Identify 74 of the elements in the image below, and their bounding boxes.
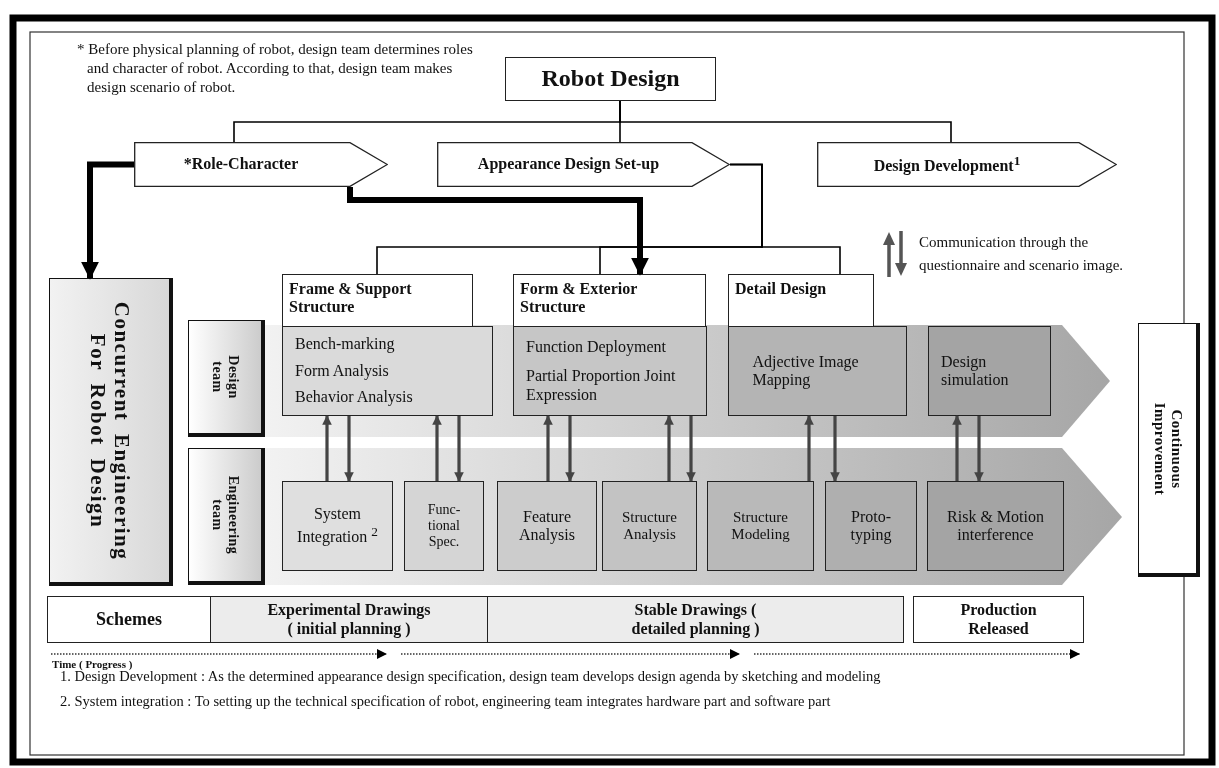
pentagon-arrow-box [134, 142, 388, 187]
phase-box [47, 596, 211, 643]
process-box [928, 326, 1051, 416]
arrow [952, 415, 962, 481]
vertical-label-box [49, 278, 173, 586]
heading: Frame & Support Structure [289, 280, 413, 317]
legend-text: Communication through the questionnaire and scenario image. [919, 233, 1125, 275]
node-label: Bench-marking [295, 335, 395, 354]
node-label: Structure Analysis [621, 508, 678, 544]
process-box [602, 481, 697, 571]
node-label: Stable Drawings ( detailed planning ) [630, 601, 761, 638]
node-label: Risk & Motion interference [946, 507, 1045, 545]
node-label: Concurrent Engineering For Robot Design [85, 300, 134, 562]
node-label: Design simulation [941, 352, 1010, 390]
heading-box [513, 274, 706, 326]
pentagon-arrow-box [437, 142, 730, 187]
heading: Form & Exterior Structure [520, 280, 638, 317]
arrow [830, 416, 840, 482]
node-label: Func- tional Spec. [426, 501, 462, 551]
vertical-label-box [188, 448, 265, 585]
title-box [505, 57, 716, 101]
node-label: Feature Analysis [518, 507, 576, 545]
arrow [543, 415, 553, 481]
process-box [927, 481, 1064, 571]
node-label: Appearance Design Set-up [477, 155, 660, 174]
process-box [825, 481, 917, 571]
arrow [81, 161, 134, 280]
node-label: Partial Proportion Joint Expression [526, 367, 676, 405]
node-label: Continuous Improvement [1150, 401, 1185, 497]
node-label: Production Released [959, 601, 1038, 638]
heading-box [282, 274, 473, 326]
connector-line [729, 163, 841, 275]
phase-box [210, 596, 488, 643]
process-box [404, 481, 484, 571]
phase-box [913, 596, 1084, 643]
arrow [974, 416, 984, 482]
node-label: Experimental Drawings ( initial planning ) [266, 601, 432, 638]
arrow [804, 415, 814, 481]
heading: Detail Design [735, 280, 827, 299]
process-box [513, 326, 707, 416]
arrow [686, 416, 696, 482]
arrow [664, 415, 674, 481]
arrow [565, 416, 575, 482]
phase-box [487, 596, 904, 643]
vertical-label-box [1138, 323, 1200, 577]
node-label: Adjective Image Mapping [752, 352, 860, 390]
arrow [322, 415, 332, 481]
node-label: Engineering team [209, 474, 242, 557]
node-label: Behavior Analysis [295, 388, 413, 407]
node-label: Form Analysis [295, 361, 389, 381]
note-text: * Before physical planning of robot, design team determines roles and character of robot. According to that, design team makes design scenario of robot. [77, 40, 474, 97]
arrow [347, 187, 649, 276]
heading-box [728, 274, 874, 326]
process-box [707, 481, 814, 571]
arrow [344, 416, 354, 482]
process-box [728, 326, 907, 416]
arrow [432, 415, 442, 481]
connector-line [619, 100, 952, 143]
node-label: Structure Modeling [730, 508, 791, 544]
arrow [454, 416, 464, 482]
note-text: 2. System integration : To setting up the technical specification of robot, engineering team integrates hardware part and software part [60, 692, 832, 711]
process-box [497, 481, 597, 571]
node-label: Design Development$^{1}$ [873, 153, 1021, 176]
node-label: Design team [209, 354, 242, 401]
node-label: System Integration $^{2}$ [296, 505, 379, 547]
process-box [282, 326, 493, 416]
node-label: Proto- typing [849, 507, 893, 545]
pentagon-arrow-box [817, 142, 1117, 187]
node-label: Robot Design [541, 65, 680, 93]
vertical-label-box [188, 320, 265, 437]
node-label: *Role-Character [183, 155, 299, 174]
node-label: Schemes [96, 609, 162, 630]
process-box [282, 481, 393, 571]
node-label: Function Deployment [526, 337, 666, 357]
